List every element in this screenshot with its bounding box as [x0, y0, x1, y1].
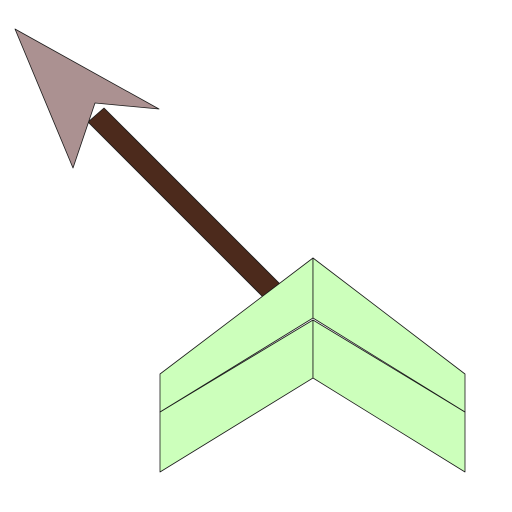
fletching-lower-right-vane	[312, 319, 466, 473]
arrow-fletching-lower	[159, 319, 466, 473]
fletching-upper-right-vane	[312, 257, 466, 413]
arrow-fletching-upper	[159, 257, 466, 413]
arrowhead	[14, 28, 160, 169]
